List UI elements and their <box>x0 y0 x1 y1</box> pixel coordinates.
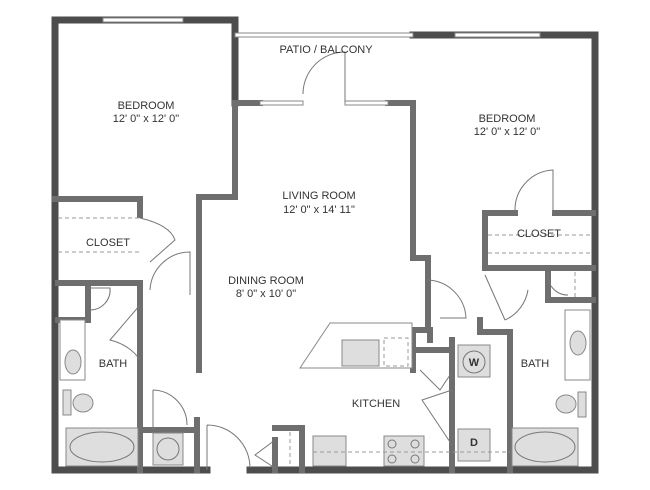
kitchen-sink <box>341 339 380 367</box>
bedroom-right-size: 12' 0" x 12' 0" <box>474 126 541 138</box>
closet-left-name: CLOSET <box>86 237 130 249</box>
bath-left-name: BATH <box>99 358 128 370</box>
windows <box>102 17 541 106</box>
living-room-name: LIVING ROOM <box>282 190 355 202</box>
bath-right-name: BATH <box>521 358 550 370</box>
bedroom-right-name: BEDROOM <box>479 113 536 125</box>
bedroom-left-name: BEDROOM <box>118 100 175 112</box>
room-labels: BEDROOM 12' 0" x 12' 0" PATIO / BALCONY … <box>86 44 561 449</box>
dining-room-size: 8' 0" x 10' 0" <box>236 288 296 300</box>
bedroom-left-size: 12' 0" x 12' 0" <box>113 113 180 125</box>
dining-room-name: DINING ROOM <box>228 275 304 287</box>
patio-name: PATIO / BALCONY <box>279 44 373 56</box>
kitchen-name: KITCHEN <box>352 398 400 410</box>
walls <box>51 16 599 474</box>
living-room-size: 12' 0" x 14' 11" <box>283 204 355 216</box>
doors <box>88 51 569 470</box>
fixtures <box>59 309 591 467</box>
closet-rods <box>58 217 590 466</box>
closet-right-name: CLOSET <box>517 228 561 240</box>
dryer-label: D <box>470 437 478 449</box>
washer-label: W <box>469 357 480 369</box>
dryer <box>457 428 491 462</box>
